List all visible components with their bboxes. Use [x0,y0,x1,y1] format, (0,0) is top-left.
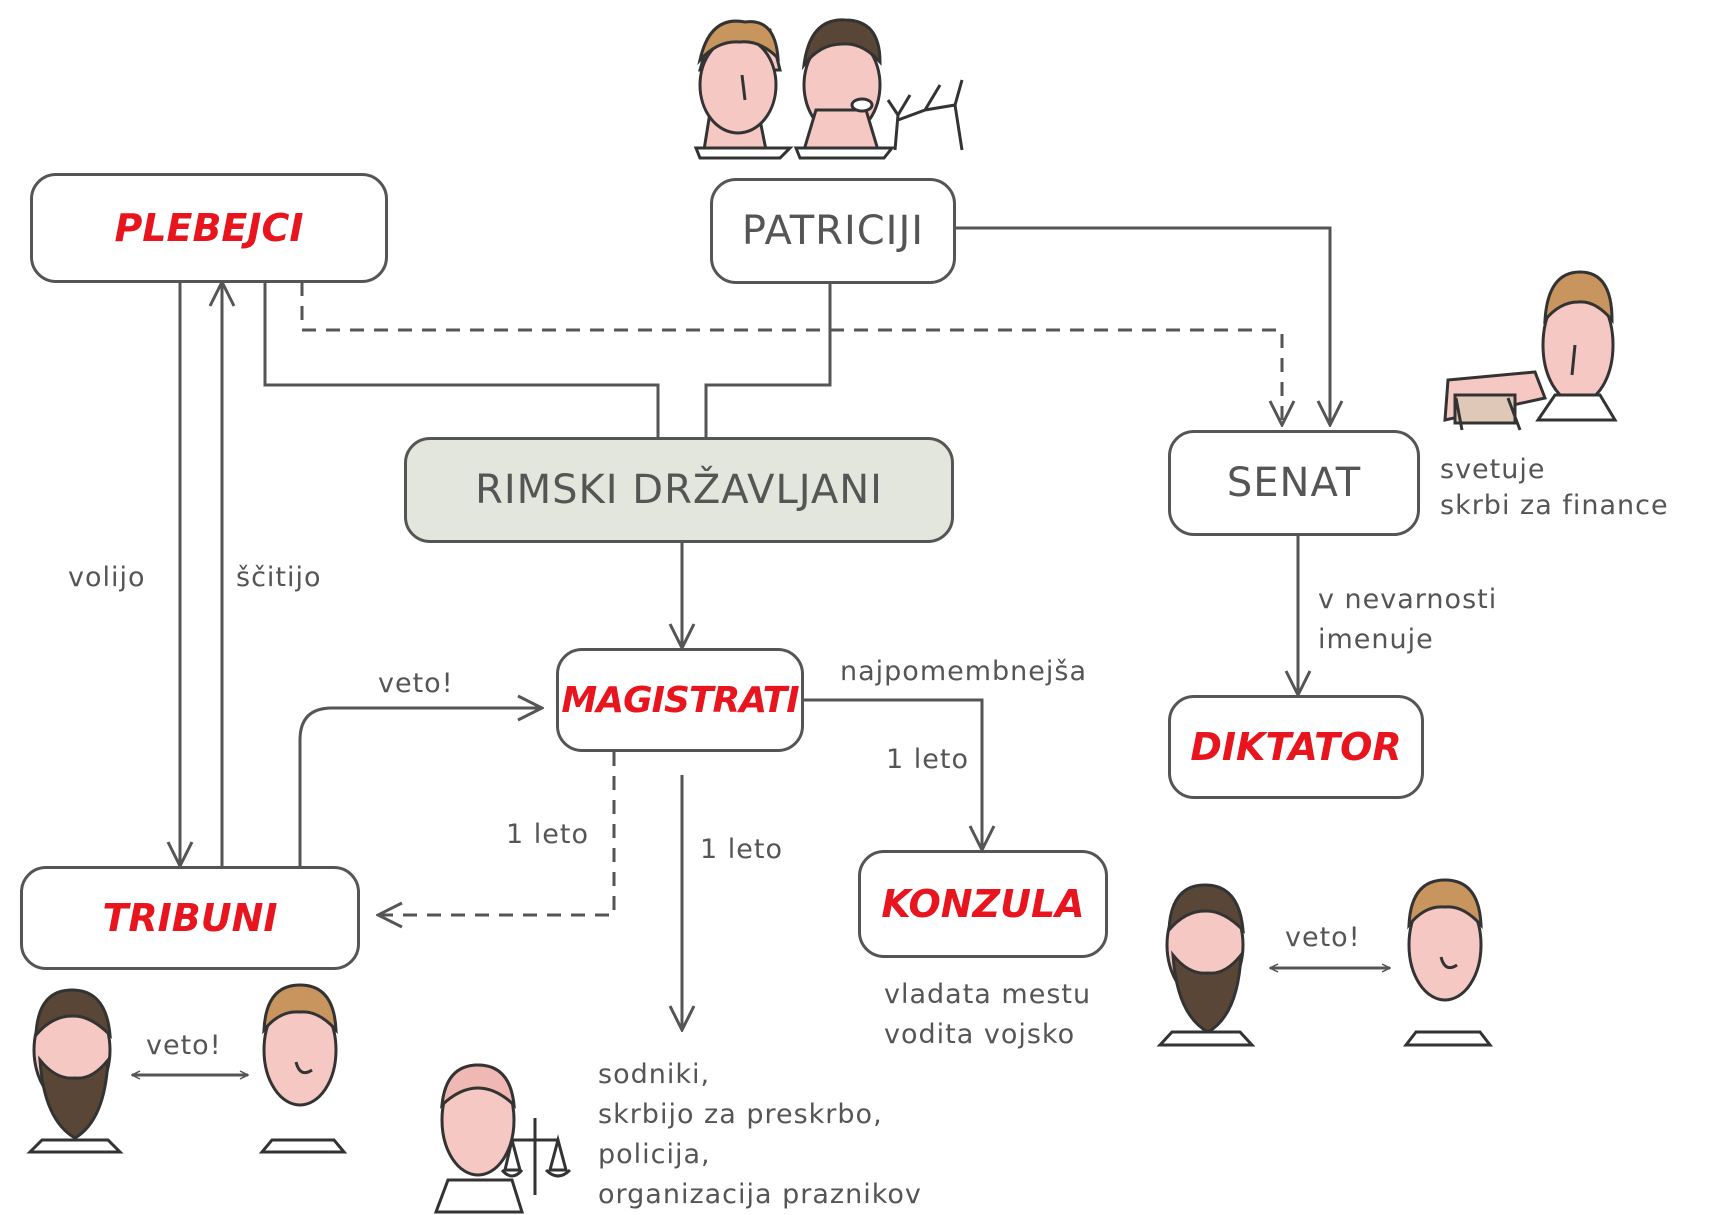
node-rimski-drzavljani-label: RIMSKI DRŽAVLJANI [475,467,883,513]
note-magistrati-line2: skrbijo za preskrbo, [598,1099,883,1130]
label-1-leto-konzula: 1 leto [886,744,969,775]
node-konzula-label: KONZULA [881,882,1085,926]
node-senat: SENAT [1168,430,1420,536]
edge-magistrati-tribuni-dashed [378,752,616,915]
note-magistrati-line4: organizacija praznikov [598,1179,922,1210]
edge-veto-tribuni-magistrati [298,708,542,866]
edge-magistrati-konzula [802,698,982,850]
node-patriciji-label: PATRICIJI [741,208,925,254]
note-konzula-line2: vodita vojsko [884,1019,1076,1050]
note-senat-line1: svetuje [1440,454,1546,485]
note-senat-line2: skrbi za finance [1440,490,1669,521]
node-plebejci: PLEBEJCI [30,173,388,283]
label-1-leto-sodniki: 1 leto [700,834,783,865]
note-konzula-line1: vladata mestu [884,979,1092,1010]
label-v-nevarnosti-line2: imenuje [1318,624,1434,655]
note-magistrati-line1: sodniki, [598,1059,711,1090]
node-senat-label: SENAT [1226,460,1362,506]
label-scitijo: ščitijo [236,562,322,593]
node-rimski-drzavljani: RIMSKI DRŽAVLJANI [404,437,954,543]
note-senat: svetuje skrbi za finance [1440,452,1669,524]
node-magistrati-label: MAGISTRATI [561,679,799,721]
tribuni-pair-illustration [26,983,348,1154]
node-magistrati: MAGISTRATI [556,648,804,752]
senator-illustration [1443,270,1618,431]
edge-plebejci-senat-dashed [300,282,1282,425]
judge-illustration [433,1063,572,1214]
label-v-nevarnosti: v nevarnosti imenuje [1318,580,1497,660]
node-patriciji: PATRICIJI [710,178,956,284]
label-veto-tribuni: veto! [378,668,454,699]
node-konzula: KONZULA [858,850,1108,958]
node-tribuni-label: TRIBUNI [102,896,278,940]
patricians-illustration [693,18,964,160]
edge-plebejci-rimski [263,282,660,438]
konzula-pair-illustration [1156,878,1494,1047]
note-magistrati: sodniki, skrbijo za preskrbo, policija, … [598,1055,922,1215]
edge-patriciji-rimski [704,282,832,438]
label-veto-tribuni-pair: veto! [146,1030,222,1061]
note-konzula: vladata mestu vodita vojsko [884,975,1091,1055]
edge-patriciji-senat [955,226,1330,425]
node-diktator: DIKTATOR [1168,695,1424,799]
node-plebejci-label: PLEBEJCI [114,206,304,250]
label-1-leto-tribuni: 1 leto [506,819,589,850]
note-magistrati-line3: policija, [598,1139,711,1170]
label-v-nevarnosti-line1: v nevarnosti [1318,584,1498,615]
label-veto-konzula-pair: veto! [1285,922,1361,953]
node-tribuni: TRIBUNI [20,866,360,970]
label-najpomembnejsa: najpomembnejša [840,656,1088,687]
label-volijo: volijo [68,562,146,593]
node-diktator-label: DIKTATOR [1190,725,1402,769]
